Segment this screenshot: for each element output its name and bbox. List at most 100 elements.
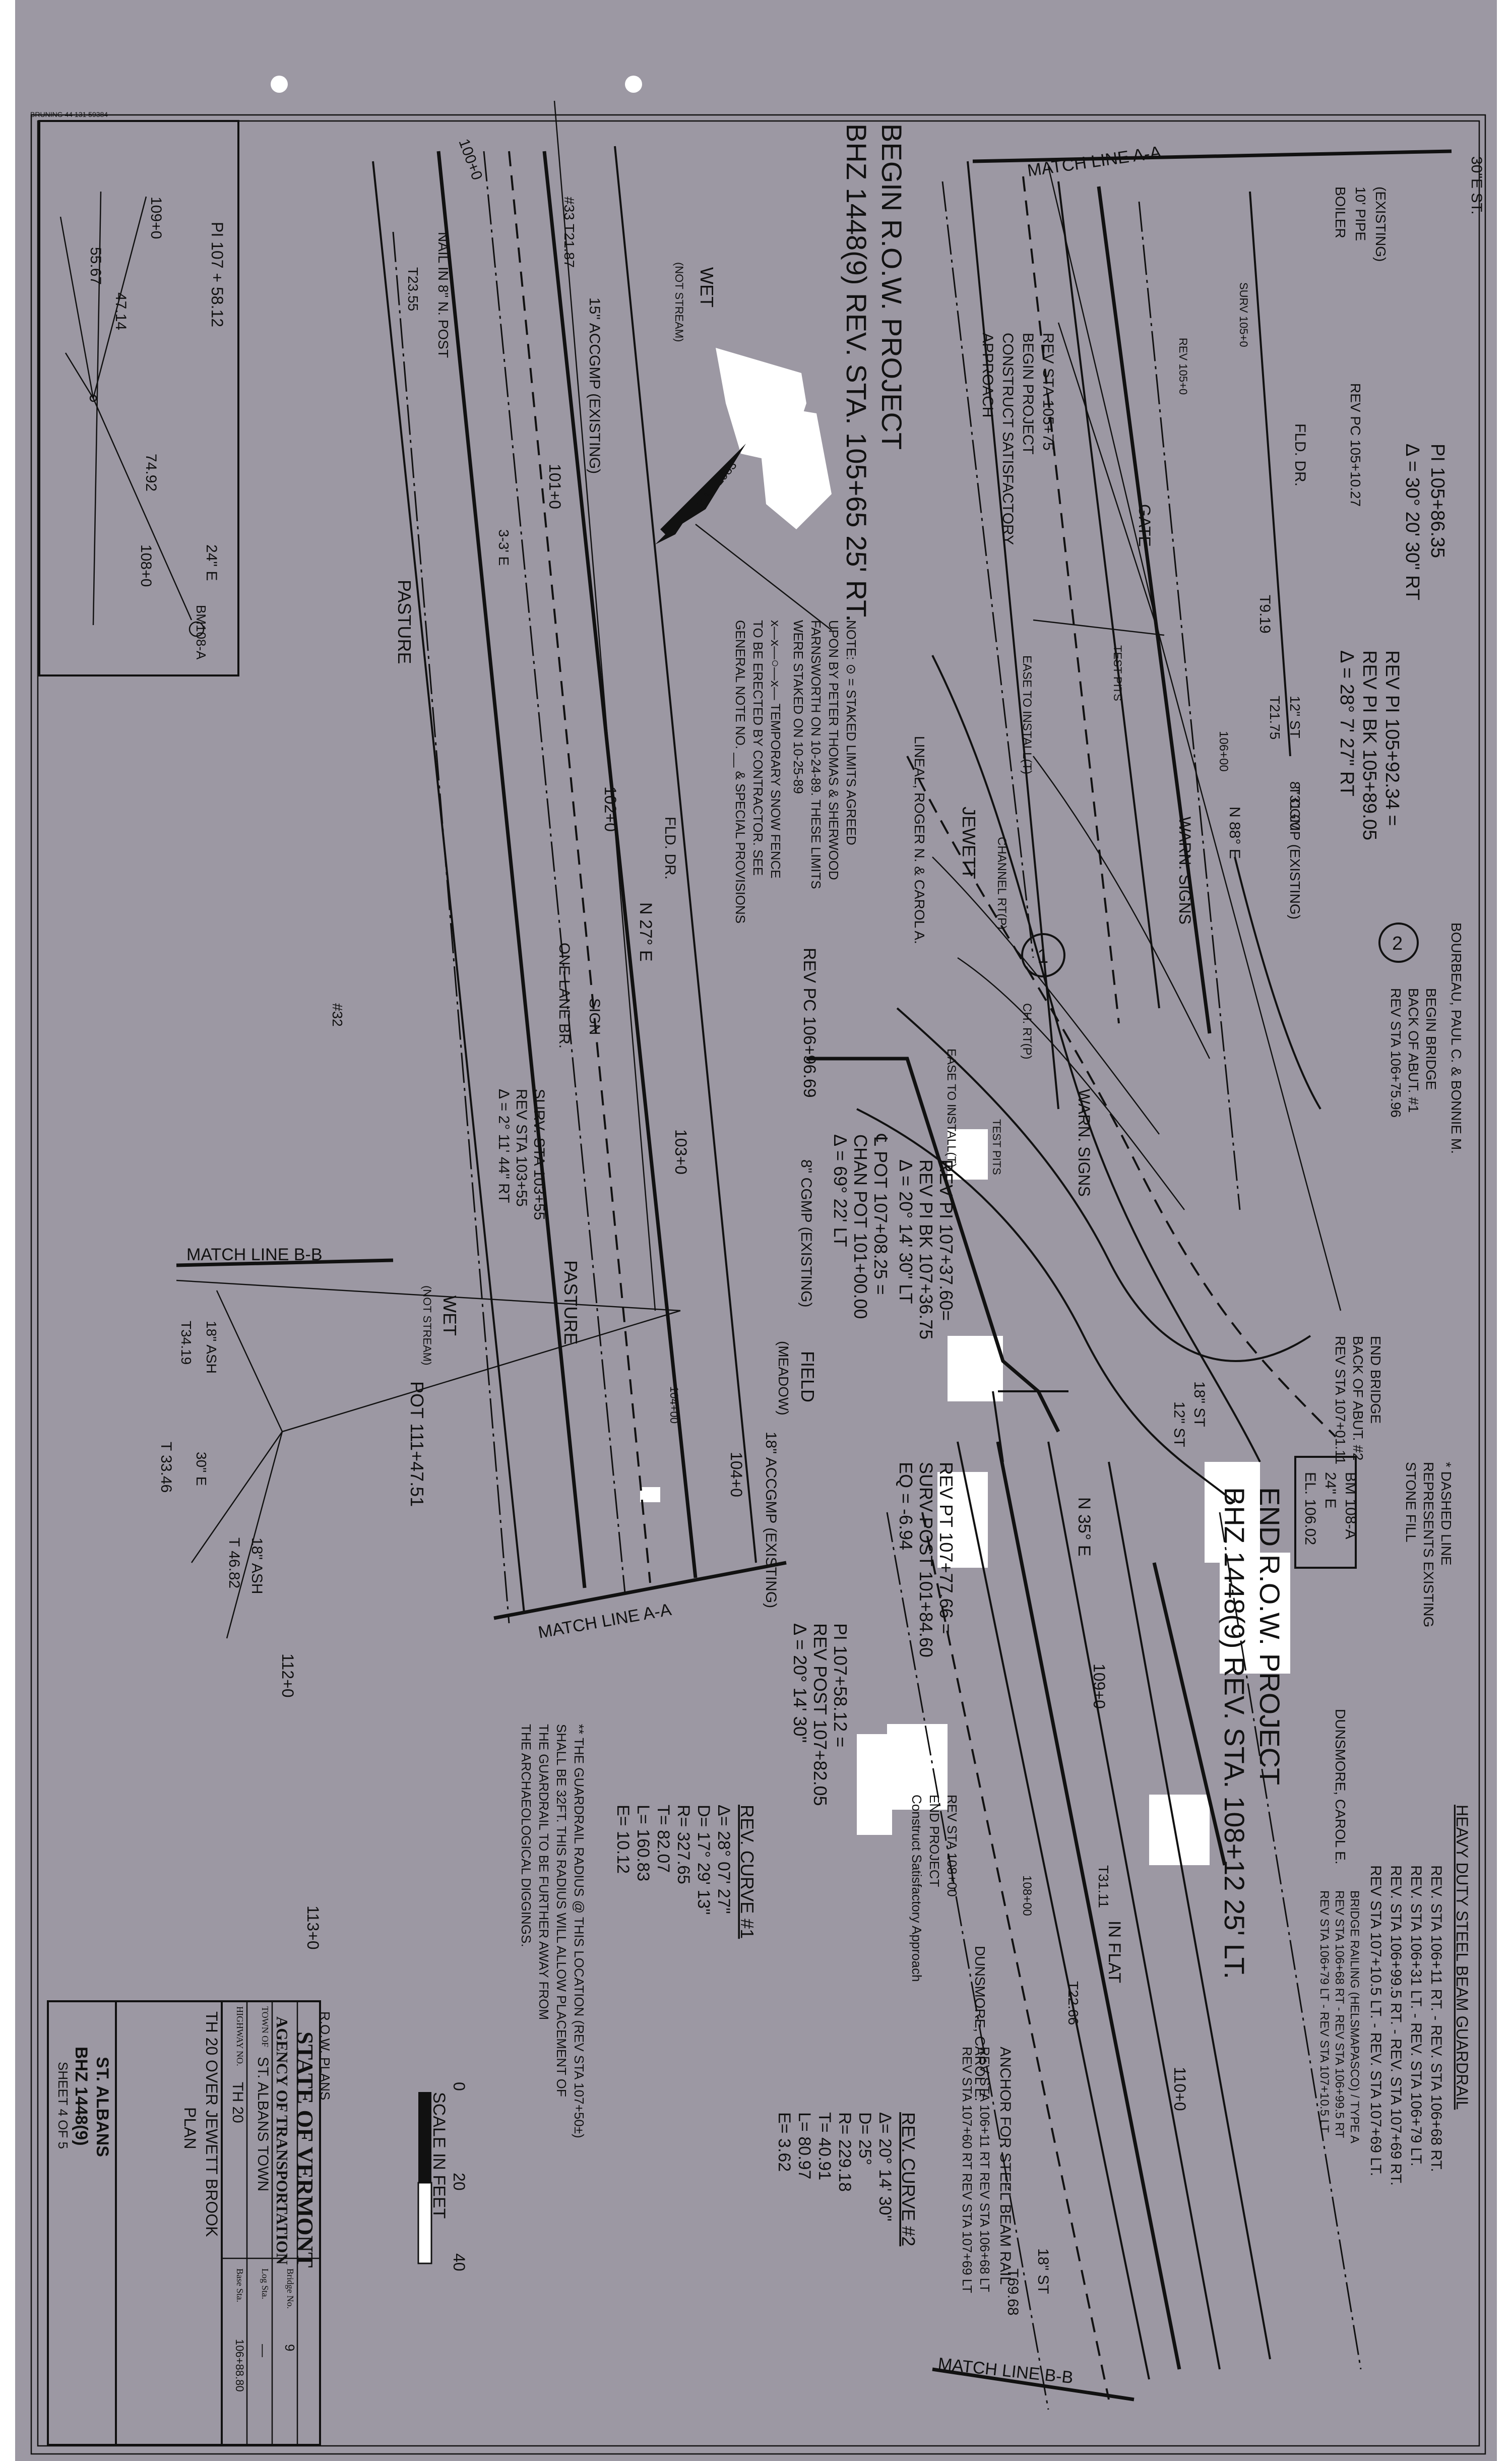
approach-line: APPROACH <box>979 333 996 417</box>
tree-label: 12" ST <box>1287 696 1303 739</box>
guardrail-line: REV. STA 106+11 RT. - REV. STA 106+68 RT… <box>1428 1865 1444 2172</box>
pipe-boiler-line: (EXISTING) <box>1373 187 1389 262</box>
match-line-a-top <box>972 149 1452 163</box>
dashed-note-line: STONE FILL <box>1403 1462 1419 1543</box>
owner-bourbeau: BOURBEAU, PAUL C. & BONNIE M. <box>1448 922 1464 1154</box>
field-label: FIELD <box>797 1351 818 1402</box>
box-culvert-label: 3-3' E <box>496 529 512 566</box>
dashed-note-line: * DASHED LINE <box>1438 1462 1454 1565</box>
title-block <box>47 2000 321 2446</box>
approach-line: REV STA 105+75 <box>1040 333 1056 451</box>
rev-pt-line: EQ = -6.94 <box>896 1462 916 1550</box>
begin-project-approach: REV STA 105+75 BEGIN PROJECT CONSTRUCT S… <box>979 333 1056 545</box>
surv-sta-line: Δ = 2° 11' 44" RT <box>495 1089 512 1203</box>
tree-label: 18" ASH <box>204 1321 219 1374</box>
end-bridge-label: END BRIDGE BACK OF ABUT. #2 REV STA 107+… <box>1333 1336 1383 1464</box>
scale-tick: 40 <box>450 2253 468 2271</box>
area-labels: PASTURE PASTURE WET (NOT STREAM) WET (NO… <box>158 156 1485 2315</box>
pi-107-line: REV POST 107+82.05 <box>810 1623 831 1806</box>
guardrail-line: REV. STA 106+31 LT. - REV. STA 106+79 LT… <box>1408 1865 1424 2167</box>
rev-curve-1-line: E= 10.12 <box>613 1805 633 1874</box>
scale-bar <box>417 2092 432 2264</box>
pipe-label: 18" ACCGMP (EXISTING) <box>763 1432 779 1608</box>
tree-label: #32 <box>330 1003 345 1027</box>
end-project-approach: REV STA 108+00 END PROJECT Construct Sat… <box>909 1795 960 1982</box>
rev-curve-2-line: T= 40.91 <box>815 2112 834 2180</box>
rev-curve-1-title: REV. CURVE #1 <box>737 1805 758 1939</box>
title-town-label: TOWN OF <box>260 2006 270 2048</box>
station-label: REV 105+0 <box>1177 338 1189 395</box>
end-row-title: END R.O.W. PROJECT <box>1254 1487 1286 1785</box>
rev-pc-label: REV PC 106+96.69 <box>800 948 819 1098</box>
station-label: 106+00 <box>1217 731 1230 772</box>
fld-dr-label: FLD. DR. <box>1292 423 1308 486</box>
chan-pot-line: CHAN POT 101+00.00 <box>850 1134 871 1319</box>
pipe-boiler-line: BOILER <box>1333 187 1348 238</box>
title-state: STATE OF VERMONT <box>292 2032 318 2268</box>
inset-label: BM108-A <box>194 605 209 660</box>
inset-curve-diagram <box>59 191 205 637</box>
ease-label: EASE TO INSTALL(T) <box>1020 655 1034 774</box>
tree-label: 18" ST <box>1035 2248 1051 2294</box>
tree-label: T 33.46 <box>158 1442 174 1493</box>
print-code: BRUNING 44 131 59384 <box>30 110 108 118</box>
note-line: WERE STAKED ON 10-25-89 <box>791 620 806 794</box>
inset-label: 74.92 <box>143 454 159 491</box>
tree-label: 30"E ST. <box>1468 156 1485 215</box>
title-bridge-no: 9 <box>282 2344 297 2352</box>
tree-label: T69.68 <box>1004 2268 1021 2315</box>
tree-label: 12" ST <box>1171 1401 1187 1447</box>
warn-signs-label: WARN. SIGNS <box>1075 1089 1093 1197</box>
radius-note-line: THE GUARDRAIL TO BE FURTHER AWAY FROM <box>536 1724 551 2020</box>
title-base-sta-label: Base Sta. <box>235 2268 245 2302</box>
bm108a-label: BM 108-A 24" E EL. 106.02 <box>1302 1472 1359 1545</box>
title-heading: R.O.W. PLANS <box>318 2011 333 2101</box>
one-lane-label: ONE LANE BR. <box>556 943 573 1049</box>
bm108a-line: BM 108-A <box>1342 1472 1359 1539</box>
station-label: 109+0 <box>1090 1664 1108 1709</box>
rev-pc-105: REV PC 105+10.27 <box>1348 383 1363 507</box>
ease-label: EASE TO INSTALL(T) <box>944 1049 958 1167</box>
match-line-b-left <box>176 1258 394 1267</box>
rev-curve-2-line: Δ= 20° 14' 30" <box>875 2112 895 2222</box>
station-label: 110+0 <box>1171 2067 1189 2111</box>
inset-label: 109+0 <box>148 197 164 239</box>
station-label: 112+0 <box>279 1653 297 1698</box>
chan-pot-line: Δ = 69° 22' LT <box>830 1134 851 1247</box>
match-line-b-bottom <box>932 2367 1135 2402</box>
inset-box <box>38 120 239 676</box>
station-label: 104+00 <box>668 1386 680 1424</box>
note-line: x—x—○—x— TEMPORARY SNOW FENCE <box>768 620 783 879</box>
channel-curves <box>806 655 1337 1503</box>
guardrail-radius-note: ** THE GUARDRAIL RADIUS @ THIS LOCATION … <box>519 1724 587 2138</box>
tree-label: 18" ST <box>1191 1381 1208 1427</box>
approach-line: BEGIN PROJECT <box>1020 333 1036 455</box>
station-label: SURV 105+0 <box>1237 282 1250 347</box>
pipe-label: 8" CGMP (EXISTING) <box>798 1159 814 1307</box>
rev-curve-2-title: REV. CURVE #2 <box>898 2112 919 2246</box>
pi-107-line: PI 107+58.12 = <box>830 1623 851 1747</box>
note-line: NOTE: ⊙ = STAKED LIMITS AGREED <box>844 620 859 845</box>
rev-curve-1-table: REV. CURVE #1 Δ= 28° 07' 27" D= 17° 29' … <box>613 1805 758 1939</box>
test-pits-label: TEST PITS <box>1111 645 1124 701</box>
title-agency: AGENCY OF TRANSPORTATION <box>273 2016 291 2265</box>
bm108a-line: EL. 106.02 <box>1302 1472 1318 1545</box>
tree-label: T23.55 <box>405 267 421 311</box>
owner-dunsmore: DUNSMORE, CAROL E. <box>1333 1709 1348 1865</box>
rev-curve-2-line: R= 229.18 <box>835 2112 854 2192</box>
begin-bridge-label: BEGIN BRIDGE BACK OF ABUT. #1 REV STA 10… <box>1388 988 1439 1118</box>
title-plan: PLAN <box>181 2107 199 2149</box>
rev-curve-2-line: D= 25° <box>855 2112 874 2165</box>
test-pits-label: TEST PITS <box>990 1119 1003 1175</box>
radius-note-line: SHALL BE 32FT. THIS RADIUS WILL ALLOW PL… <box>554 1724 569 2097</box>
guardrail-stations: REV. STA 106+11 RT. - REV. STA 106+68 RT… <box>1367 1865 1444 2186</box>
tree-label: T31.00 <box>1287 786 1303 830</box>
begin-bridge-line: REV STA 106+75.96 <box>1388 988 1404 1118</box>
begin-bridge-line: BACK OF ABUT. #1 <box>1406 988 1421 1113</box>
pipe-label: 15" ACCGMP (EXISTING) <box>586 297 603 474</box>
whiteout-patches <box>640 348 1290 1865</box>
approach-line: Construct Satisfactory Approach <box>909 1795 924 1982</box>
